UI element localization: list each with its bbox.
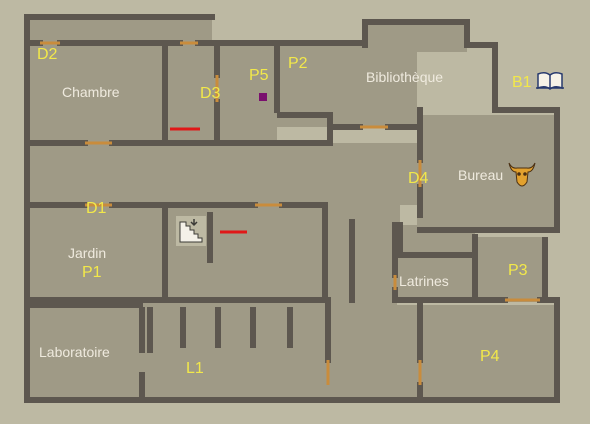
marker-p2: P2 [288,55,308,72]
marker-l1: L1 [186,360,204,377]
marker-d2: D2 [37,46,58,63]
marker-d4: D4 [408,170,429,187]
doors [40,41,540,385]
room-label-laboratoire: Laboratoire [39,344,110,360]
room-label-chambre: Chambre [62,84,120,100]
room-label-bibliotheque: Bibliothèque [366,69,443,85]
walls [24,14,560,403]
marker-p1: P1 [82,264,102,281]
marker-d3: D3 [200,85,221,102]
marker-labels: D2 D3 P5 P2 B1 D4 D1 P1 P3 P4 L1 [37,46,532,377]
purple-square-marker[interactable] [259,93,267,101]
marker-p5: P5 [249,67,269,84]
bull-skull-icon[interactable] [508,162,536,187]
book-icon[interactable] [536,71,564,90]
room-label-bureau: Bureau [458,167,503,183]
marker-p4: P4 [480,348,500,365]
room-labels: Chambre Bibliothèque Bureau Jardin Latri… [39,69,503,360]
room-label-jardin: Jardin [68,245,106,261]
marker-p3: P3 [508,262,528,279]
floor-areas [27,17,557,400]
stairs-icon[interactable] [176,216,206,246]
marker-b1: B1 [512,74,532,91]
marker-d1: D1 [86,200,107,217]
room-label-latrines: Latrines [399,273,449,289]
